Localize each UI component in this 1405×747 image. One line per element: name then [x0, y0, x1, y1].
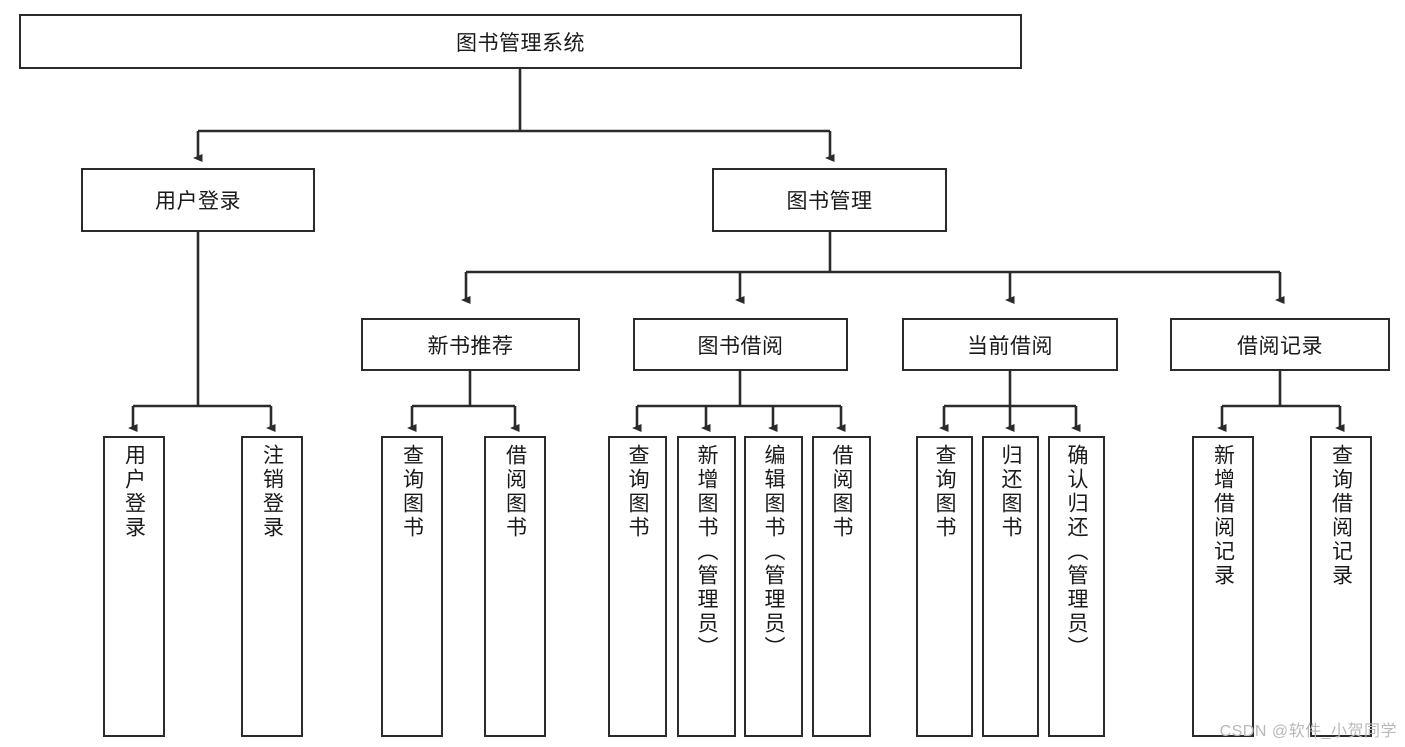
leaf-label: 查询借阅记录: [1329, 444, 1353, 588]
node-root[interactable]: 图书管理系统: [19, 14, 1022, 69]
leaf-current-query-book[interactable]: 查询图书: [916, 436, 973, 737]
leaf-label: 借阅图书: [830, 444, 853, 540]
leaf-borrow-add-book[interactable]: 新增图书（管理员）: [677, 436, 736, 737]
leaf-current-confirm-return[interactable]: 确认归还（管理员）: [1048, 436, 1105, 737]
node-book-borrow[interactable]: 图书借阅: [633, 318, 848, 371]
leaf-label: 新增图书（管理员）: [695, 444, 718, 660]
leaf-label: 查询图书: [933, 444, 956, 540]
leaf-label: 新增借阅记录: [1211, 444, 1235, 588]
leaf-borrow-borrow-book[interactable]: 借阅图书: [812, 436, 871, 737]
leaf-records-add[interactable]: 新增借阅记录: [1192, 436, 1254, 737]
leaf-label: 查询图书: [626, 444, 649, 540]
leaf-user-login-signout[interactable]: 注销登录: [241, 436, 303, 737]
leaf-new-book-query[interactable]: 查询图书: [381, 436, 443, 737]
leaf-label: 借阅图书: [503, 444, 527, 540]
node-new-book-recommend[interactable]: 新书推荐: [361, 318, 580, 371]
node-book-management[interactable]: 图书管理: [712, 168, 947, 232]
node-user-login[interactable]: 用户登录: [81, 168, 315, 232]
leaf-records-query[interactable]: 查询借阅记录: [1310, 436, 1372, 737]
leaf-label: 用户登录: [122, 444, 146, 540]
node-borrow-records[interactable]: 借阅记录: [1170, 318, 1390, 371]
leaf-label: 编辑图书（管理员）: [762, 444, 785, 660]
leaf-borrow-edit-book[interactable]: 编辑图书（管理员）: [744, 436, 803, 737]
leaf-current-return-book[interactable]: 归还图书: [982, 436, 1039, 737]
leaf-label: 确认归还（管理员）: [1065, 444, 1088, 660]
node-current-borrow[interactable]: 当前借阅: [902, 318, 1118, 371]
leaf-label: 归还图书: [999, 444, 1022, 540]
leaf-borrow-query-book[interactable]: 查询图书: [608, 436, 667, 737]
leaf-user-login-signin[interactable]: 用户登录: [103, 436, 165, 737]
leaf-new-book-borrow[interactable]: 借阅图书: [484, 436, 546, 737]
leaf-label: 注销登录: [260, 444, 284, 540]
leaf-label: 查询图书: [400, 444, 424, 540]
csdn-watermark: CSDN @软件_小贺同学: [1219, 723, 1397, 740]
